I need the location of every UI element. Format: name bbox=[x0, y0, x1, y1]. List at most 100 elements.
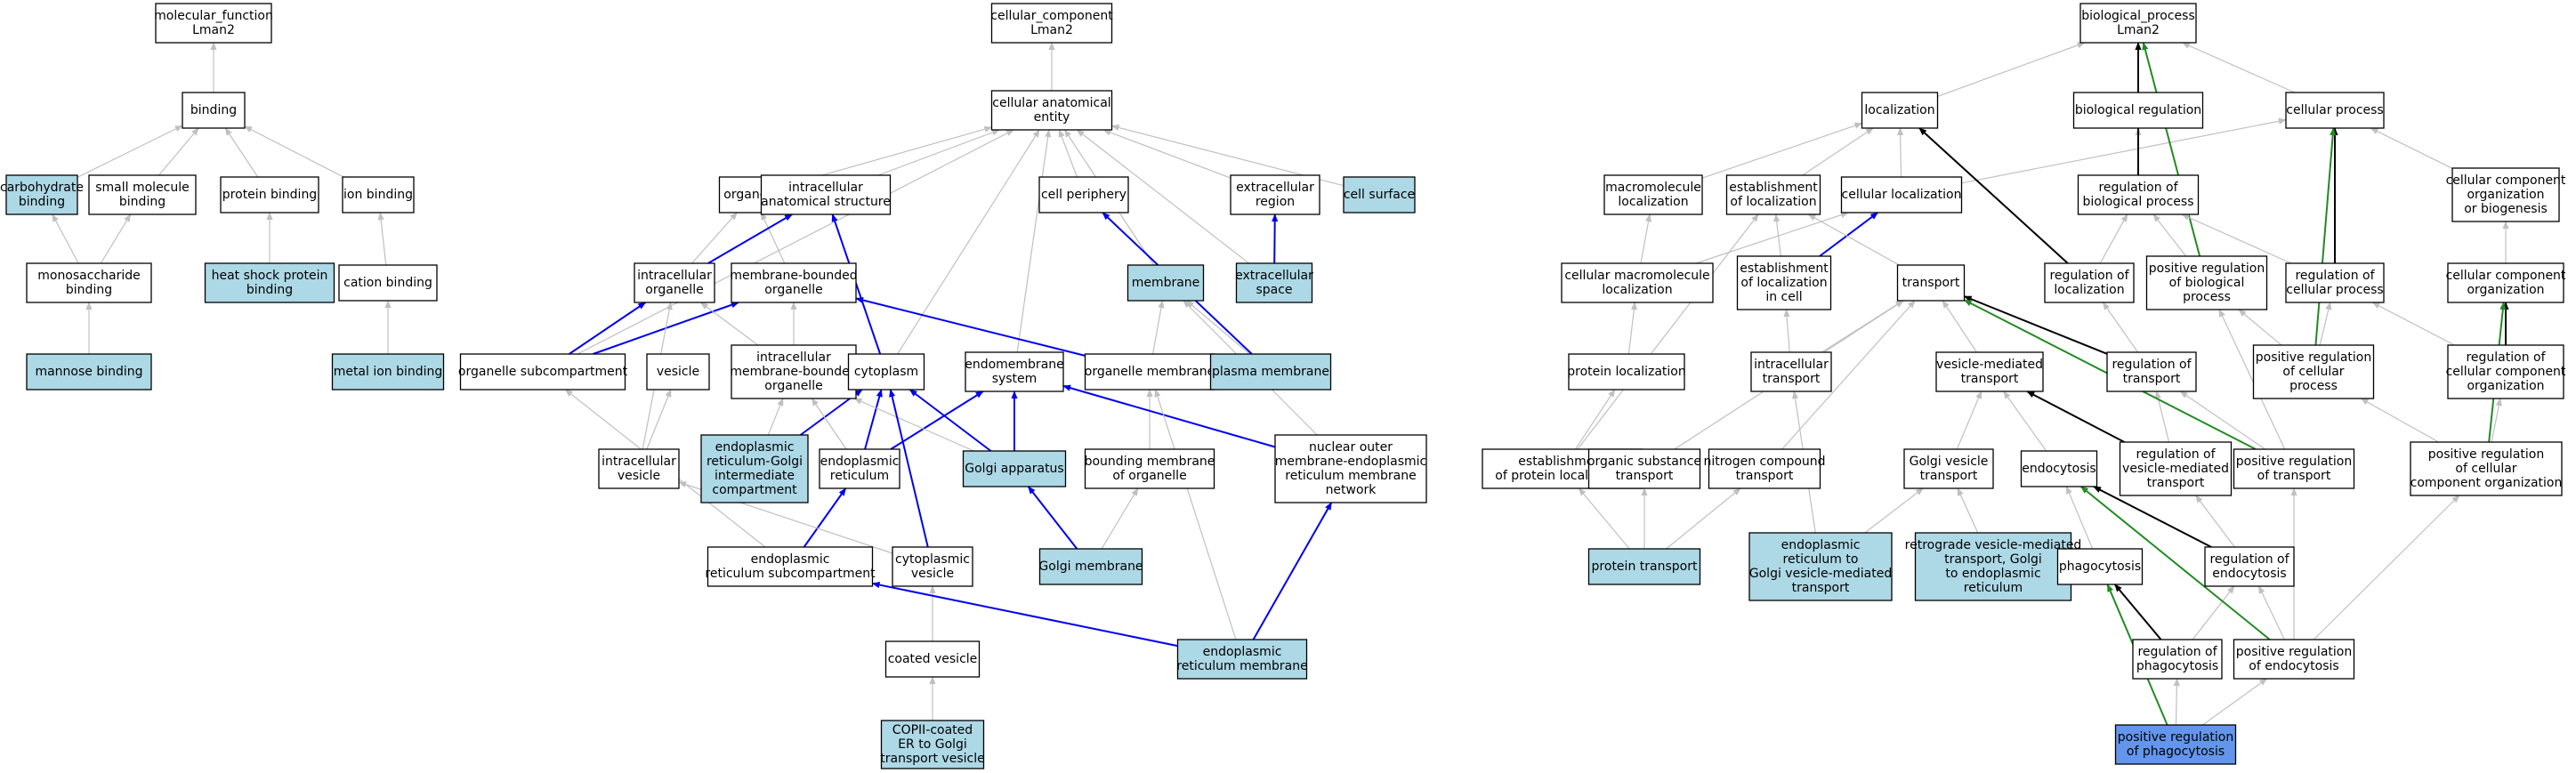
go-term-node[interactable]: transport bbox=[1896, 264, 1966, 302]
node-label: intracellular bbox=[756, 350, 831, 365]
edge-isa bbox=[853, 398, 974, 452]
edge-isa bbox=[1076, 129, 1250, 264]
go-term-node[interactable]: cytoplasm bbox=[847, 353, 925, 391]
go-term-node[interactable]: mannose binding bbox=[26, 353, 152, 391]
edge-isa bbox=[244, 125, 344, 178]
edge-isa bbox=[158, 127, 199, 176]
edge-part-of bbox=[871, 582, 1178, 648]
go-term-node[interactable]: Golgi apparatus bbox=[962, 450, 1067, 487]
go-term-node[interactable]: protein localization bbox=[1567, 353, 1686, 391]
go-term-node[interactable]: organelle subcompartment bbox=[458, 353, 628, 391]
go-term-node[interactable]: Golgi membrane bbox=[1038, 548, 1143, 585]
node-box bbox=[760, 174, 892, 215]
go-term-node[interactable]: phagocytosis bbox=[2056, 548, 2144, 585]
go-term-node[interactable]: endoplasmicreticulum-Golgiintermediateco… bbox=[700, 434, 809, 503]
go-term-node[interactable]: ion binding bbox=[342, 176, 415, 213]
node-label: cellular component bbox=[2446, 173, 2566, 188]
go-term-node[interactable]: endocytosis bbox=[2020, 450, 2098, 487]
go-term-node[interactable]: cell periphery bbox=[1038, 176, 1129, 213]
node-label: cellular anatomical bbox=[992, 96, 1110, 110]
edge-regulates bbox=[2093, 486, 2212, 548]
go-term-node[interactable]: vesicle bbox=[646, 353, 710, 391]
node-box bbox=[2119, 441, 2233, 496]
node-label: protein transport bbox=[1592, 560, 1698, 574]
node-box bbox=[1209, 353, 1332, 391]
go-term-node[interactable]: protein binding bbox=[220, 176, 319, 213]
go-term-node[interactable]: cell surface bbox=[1343, 176, 1416, 213]
node-label: regulation of bbox=[2295, 269, 2375, 283]
go-term-node[interactable]: cellular process bbox=[2285, 92, 2385, 129]
node-label: reticulum subcompartment bbox=[705, 567, 876, 581]
go-term-node[interactable]: membrane bbox=[1126, 264, 1205, 302]
node-label: endoplasmic bbox=[751, 552, 830, 567]
go-term-node[interactable]: cellular localization bbox=[1840, 176, 1963, 213]
node-label: Lman2 bbox=[1030, 23, 1073, 37]
edge-isa bbox=[77, 125, 183, 178]
go-term-node[interactable]: plasma membrane bbox=[1209, 353, 1332, 391]
node-label: endocytosis bbox=[2212, 567, 2286, 581]
node-box bbox=[1176, 639, 1308, 680]
go-term-node[interactable]: coated vesicle bbox=[884, 640, 981, 678]
node-box bbox=[2233, 448, 2355, 489]
go-term-node[interactable]: nuclear outermembrane-endoplasmicreticul… bbox=[1274, 434, 1427, 503]
go-term-node[interactable]: protein transport bbox=[1587, 548, 1701, 585]
go-term-node[interactable]: cation binding bbox=[338, 264, 438, 302]
go-term-node[interactable]: binding bbox=[182, 92, 246, 129]
edge-regulates bbox=[2026, 391, 2125, 443]
go-term-node[interactable]: metal ion binding bbox=[331, 353, 445, 391]
go-term-node[interactable]: biological regulation bbox=[2072, 92, 2204, 129]
node-label: vesicle-mediated bbox=[1936, 358, 2043, 372]
go-term-node[interactable]: localization bbox=[1861, 92, 1939, 129]
go-term-node[interactable]: organelle membrane bbox=[1085, 353, 1215, 391]
